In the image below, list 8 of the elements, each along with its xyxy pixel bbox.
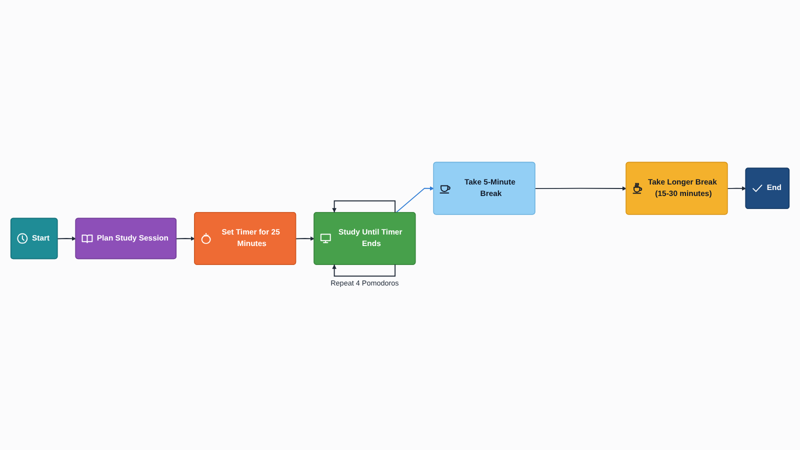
arrow	[727, 186, 746, 191]
arrow	[57, 236, 76, 241]
loop-arrow	[332, 200, 396, 213]
arrow	[176, 236, 195, 241]
arrow	[296, 236, 314, 241]
loop-arrow	[332, 264, 396, 277]
arrow	[534, 186, 627, 191]
arrow	[395, 186, 434, 214]
